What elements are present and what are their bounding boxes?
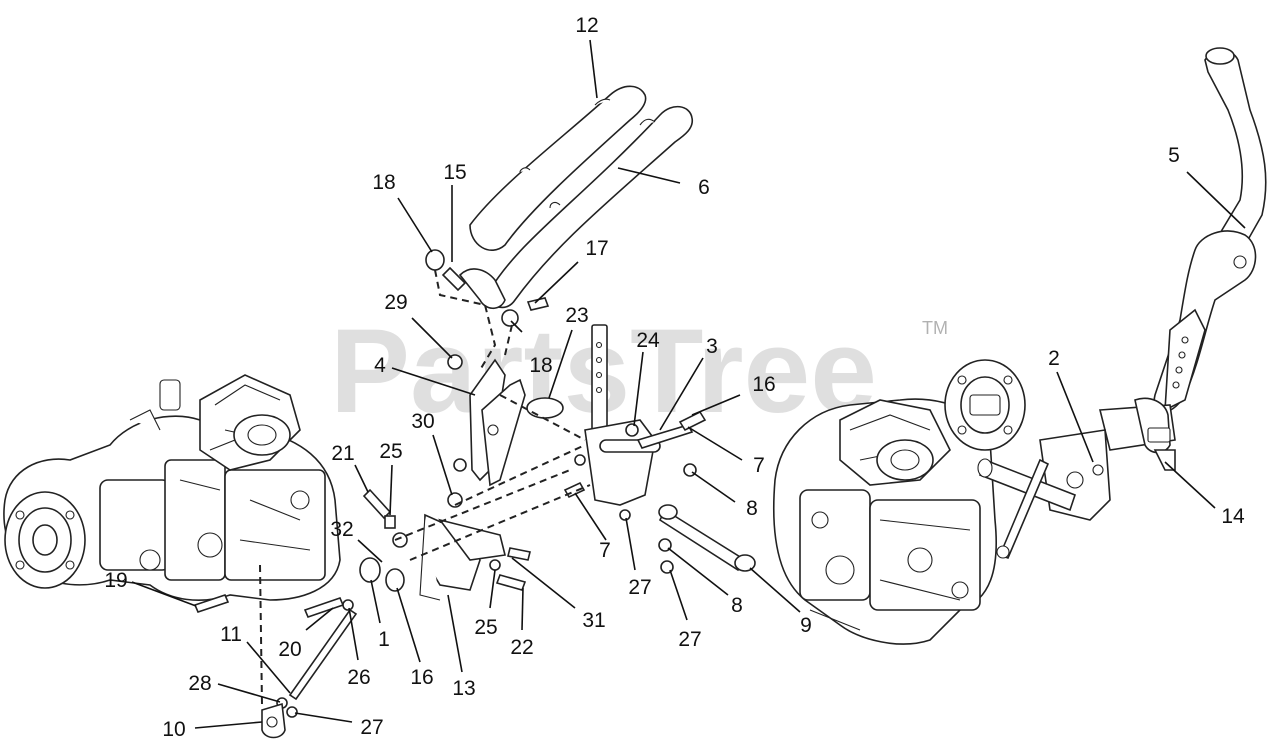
callout-13: 13 [452,677,475,700]
right-control-lever [1153,47,1267,413]
hardware [193,249,707,739]
callout-31: 31 [582,609,605,632]
callout-8-lower: 8 [731,594,743,617]
callout-2: 2 [1048,347,1060,370]
callouts: 12 6 18 15 17 29 23 24 3 4 18 16 30 7 21… [104,14,1245,741]
right-transmission [772,359,1026,645]
callout-15: 15 [443,161,466,184]
center-brackets [419,324,756,601]
callout-16-lower: 16 [410,666,433,689]
callout-18: 18 [372,171,395,194]
left-transmission [3,374,341,601]
callout-4: 4 [374,354,386,377]
callout-7: 7 [753,454,765,477]
callout-22: 22 [510,636,533,659]
callout-14: 14 [1221,505,1245,528]
callout-25: 25 [379,440,402,463]
leader-lines [131,39,1246,729]
callout-19: 19 [104,569,127,592]
callout-21: 21 [331,442,354,465]
control-handles [458,85,694,310]
callout-30: 30 [411,410,434,433]
callout-29: 29 [384,291,407,314]
watermark-trademark: TM [922,318,948,338]
callout-17: 17 [585,237,608,260]
callout-24: 24 [636,329,660,352]
callout-1: 1 [378,628,390,651]
callout-27-bottom: 27 [360,716,383,739]
callout-10: 10 [162,718,185,741]
callout-25-lower: 25 [474,616,497,639]
right-linkage [977,397,1176,560]
callout-27-lower: 27 [678,628,701,651]
callout-18-lower: 18 [529,354,552,377]
callout-6: 6 [698,176,710,199]
callout-5: 5 [1168,144,1180,167]
callout-26: 26 [347,666,370,689]
callout-23: 23 [565,304,588,327]
assembly-lines [259,269,591,706]
callout-9: 9 [800,614,812,637]
callout-11: 11 [220,623,242,646]
callout-16: 16 [752,373,775,396]
callout-32: 32 [330,518,353,541]
callout-20: 20 [278,638,301,661]
callout-7-lower: 7 [599,539,611,562]
callout-27: 27 [628,576,651,599]
callout-12: 12 [575,14,598,37]
callout-28: 28 [188,672,211,695]
callout-3: 3 [706,335,718,358]
callout-8: 8 [746,497,758,520]
